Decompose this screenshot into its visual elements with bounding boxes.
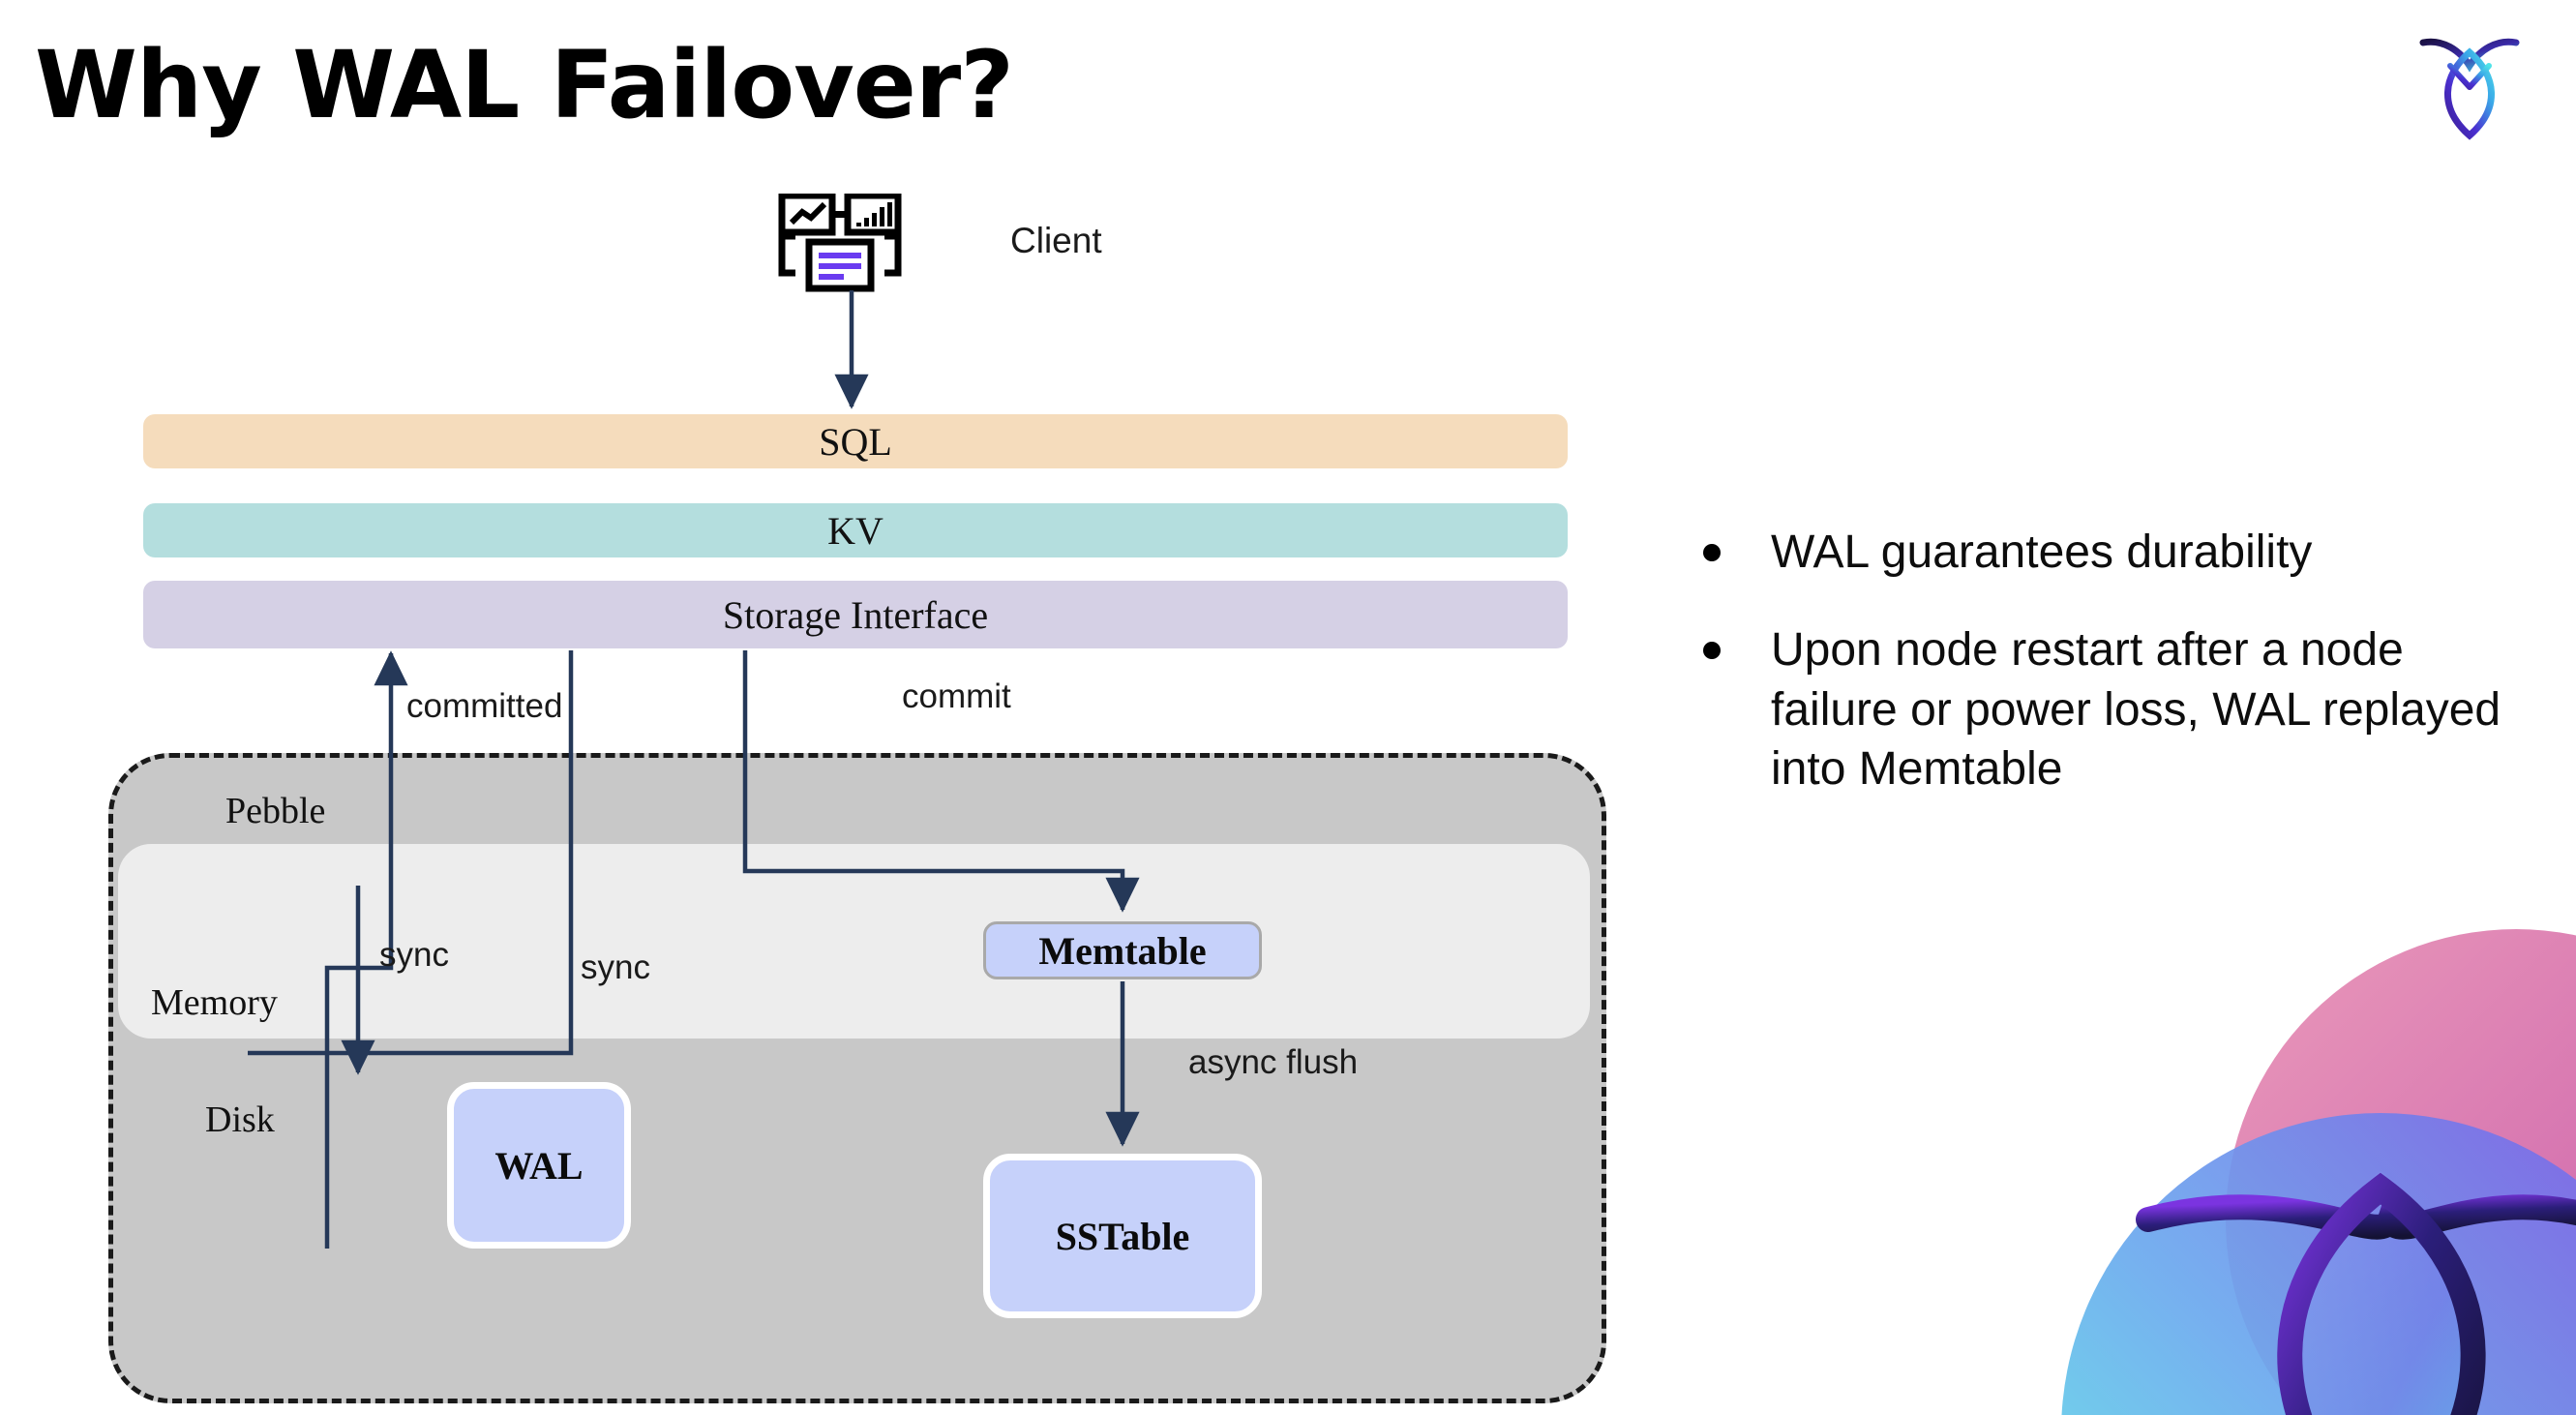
architecture-diagram: Client SQL KV Storage Interface Pebble M… — [108, 192, 1606, 1403]
bullet-text: Upon node restart after a node failure o… — [1771, 624, 2501, 796]
pebble-label: Pebble — [225, 791, 326, 831]
edge-label-sync-1: sync — [379, 936, 449, 974]
node-memtable: Memtable — [983, 921, 1262, 979]
decorative-corner-graphic — [1974, 929, 2576, 1415]
list-item: WAL guarantees durability — [1703, 523, 2535, 582]
client-label: Client — [1010, 221, 1102, 260]
list-item: Upon node restart after a node failure o… — [1703, 620, 2535, 798]
edge-label-sync-2: sync — [581, 948, 650, 986]
edge-label-committed: committed — [406, 687, 563, 725]
stack-layer-storage-interface: Storage Interface — [143, 581, 1568, 648]
cockroach-leaf-logo-icon — [2411, 27, 2528, 143]
memory-label: Memory — [151, 982, 278, 1023]
bullet-dot-icon — [1703, 544, 1721, 561]
bullet-text: WAL guarantees durability — [1771, 527, 2313, 578]
memory-region — [118, 844, 1590, 1039]
disk-label: Disk — [205, 1099, 275, 1140]
node-wal: WAL — [447, 1082, 631, 1249]
bullet-list: WAL guarantees durability Upon node rest… — [1703, 523, 2535, 838]
stack-layer-kv: KV — [143, 503, 1568, 557]
edge-label-commit: commit — [902, 677, 1011, 715]
bullet-dot-icon — [1703, 642, 1721, 660]
page-title: Why WAL Failover? — [35, 31, 1014, 139]
node-sstable: SSTable — [983, 1154, 1262, 1318]
stack-layer-sql: SQL — [143, 414, 1568, 468]
client-dashboard-icon — [774, 192, 929, 310]
edge-label-async-flush: async flush — [1188, 1043, 1359, 1081]
